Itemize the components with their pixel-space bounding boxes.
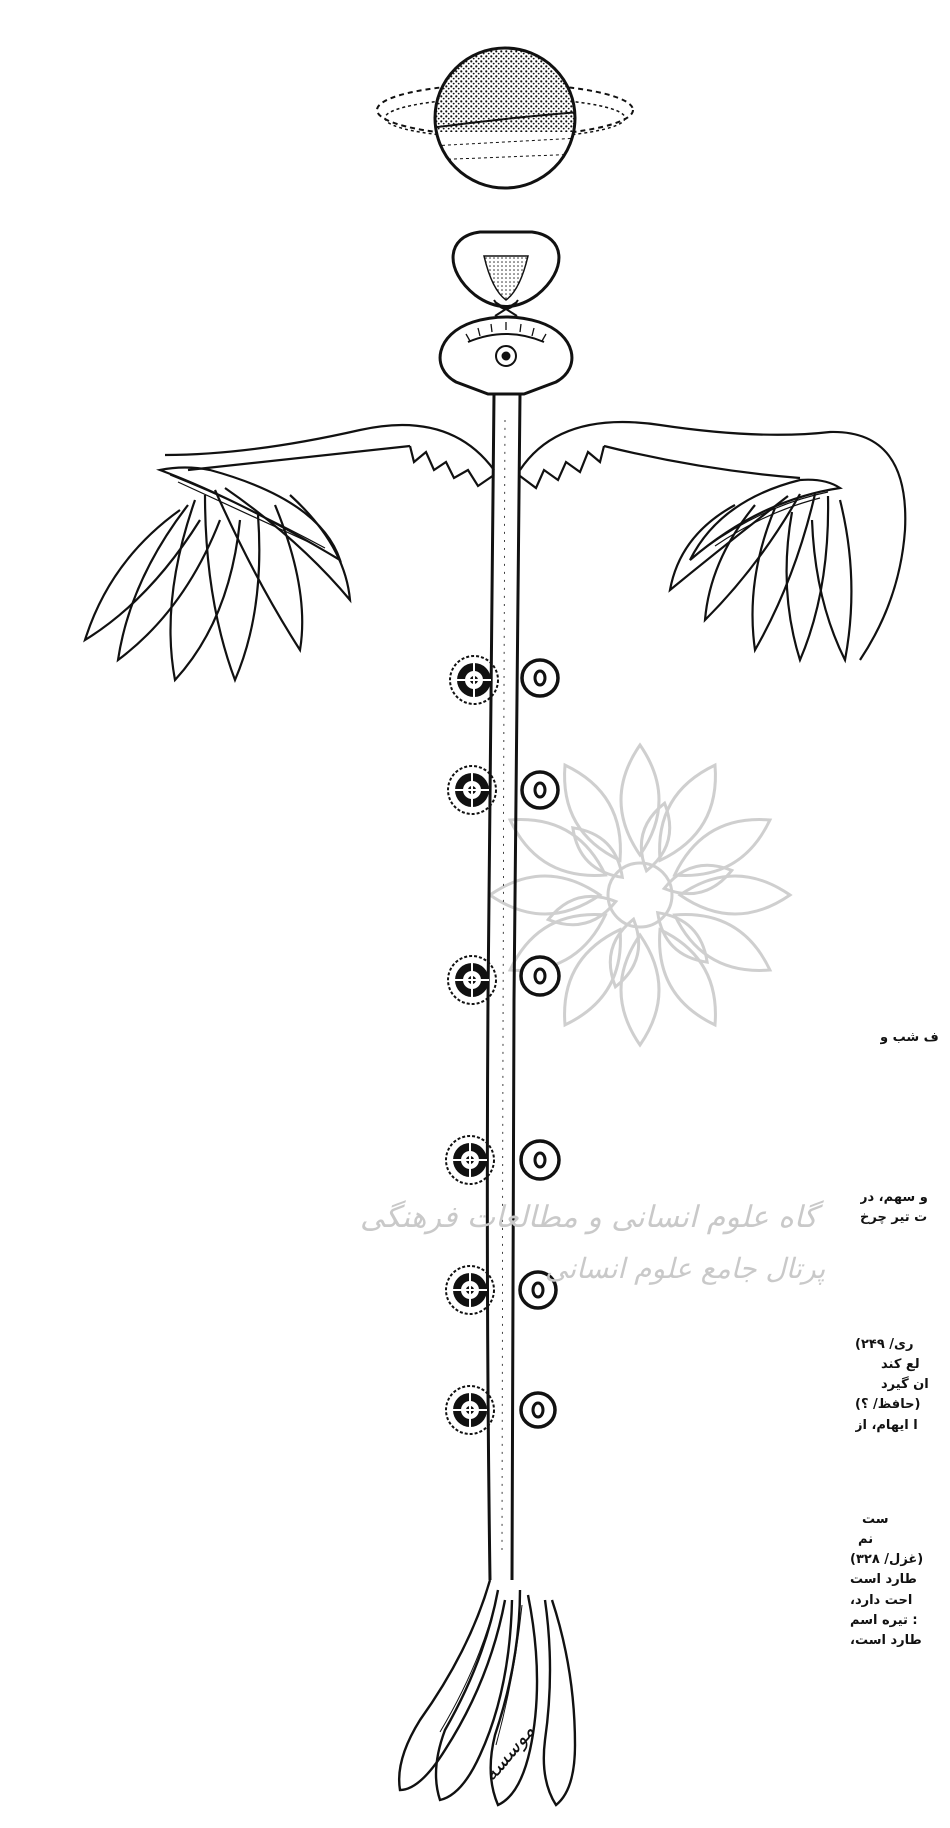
- side-text-line: لع کند: [855, 1355, 950, 1375]
- ring-right-1: [522, 660, 558, 696]
- side-text-line: احت دارد،: [850, 1591, 950, 1611]
- wing-left: [85, 425, 494, 680]
- watermark-text-line1: گاه علوم انسانی و مطالعات فرهنگی: [360, 1200, 817, 1235]
- side-text-block-3: ری/ ۲۴۹) لع کند ان گیرد (حافظ/ ؟) ا ایها…: [855, 1335, 950, 1436]
- eye-icon: [466, 322, 546, 366]
- side-text-line: طارد است،: [850, 1631, 950, 1651]
- ring-right-6: [521, 1393, 555, 1427]
- side-text-line: ری/ ۲۴۹): [855, 1335, 950, 1355]
- side-text-line: و سهم، در: [860, 1188, 950, 1208]
- side-text-line: (حافظ/ ؟): [855, 1395, 950, 1415]
- side-text-line: نم: [850, 1530, 950, 1550]
- ring-right-3: [521, 957, 559, 995]
- side-text-line: ا ایهام، از: [855, 1416, 950, 1436]
- side-text-line: ت تیر چرخ: [860, 1208, 950, 1228]
- side-text-block-2: و سهم، در ت تیر چرخ: [860, 1188, 950, 1228]
- side-text-line: ف شب و: [880, 1028, 950, 1048]
- wing-right: [520, 422, 905, 660]
- sphere-icon: [377, 40, 633, 188]
- side-text-line: : تیره اسم: [850, 1611, 950, 1631]
- side-text-line: (غزل/ ۳۲۸): [850, 1550, 950, 1570]
- side-text-line: ست: [850, 1510, 950, 1530]
- side-text-block-4: ست نم (غزل/ ۳۲۸) طارد است احت دارد، : تی…: [850, 1510, 950, 1651]
- side-text-block-1: ف شب و: [880, 1028, 950, 1048]
- ring-right-2: [522, 772, 558, 808]
- staff-head: [440, 232, 572, 394]
- side-text-line: طارد است: [850, 1570, 950, 1590]
- ring-right-4: [521, 1141, 559, 1179]
- watermark-text-line2: پرتال جامع علوم انسانی: [545, 1252, 825, 1285]
- side-text-line: ان گیرد: [855, 1375, 950, 1395]
